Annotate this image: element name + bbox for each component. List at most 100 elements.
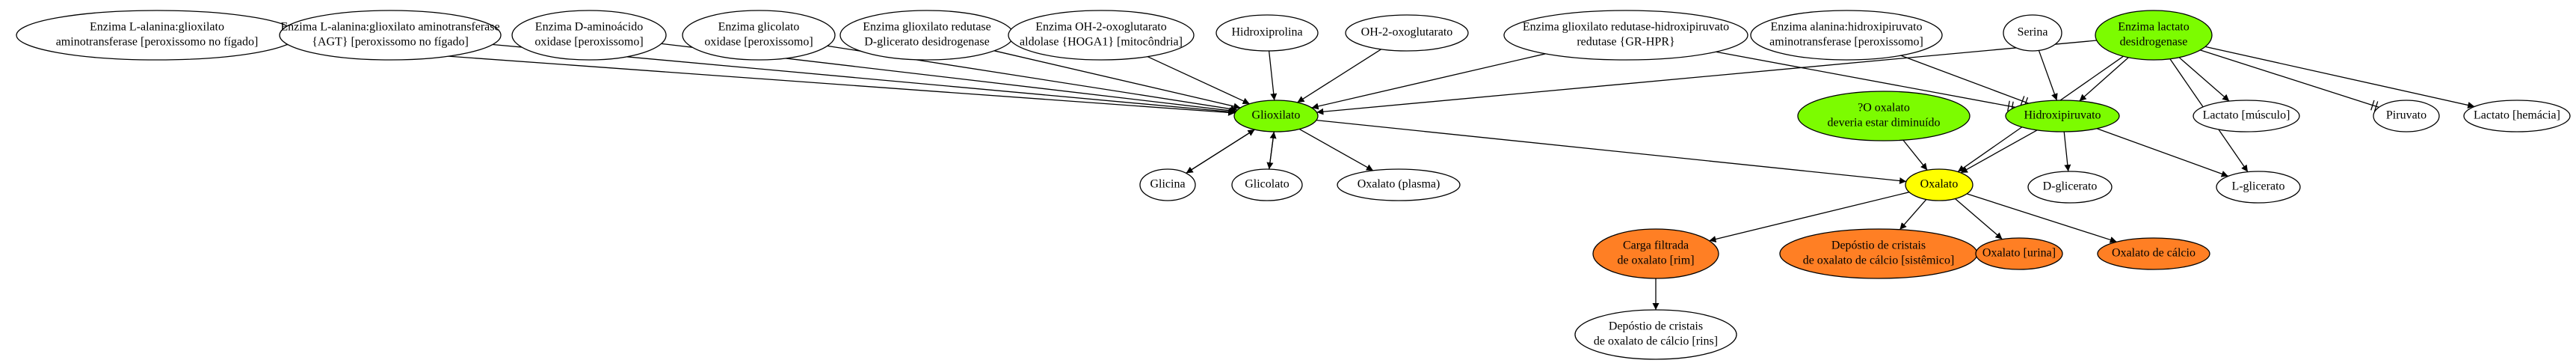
node-label-enz_grhpr-0: Enzima glioxilato redutase-hidroxipiruva…: [1523, 21, 1729, 34]
node-label-enz_grhpr-1: redutase {GR-HPR}: [1577, 36, 1674, 49]
node-label-carga_filtrada-0: Carga filtrada: [1623, 240, 1689, 252]
edge-oxalato_dim-to-oxalato: [1902, 139, 1928, 171]
node-label-enz_agt_perox-0: Enzima L-alanina:glioxilato: [90, 21, 224, 34]
node-label-l_glicerato-0: L-glicerato: [2231, 180, 2284, 193]
edge-oxalato-to-carga_filtrada: [1709, 192, 1910, 242]
node-label-oxalato_dim-1: deveria estar diminuído: [1827, 117, 1940, 129]
node-oh2oxo: OH-2-oxoglutarato: [1345, 14, 1469, 52]
node-shape-enz_daao: [511, 10, 667, 61]
node-shape-l_glicerato: [2216, 171, 2301, 204]
node-label-glicina-0: Glicina: [1150, 178, 1185, 191]
edge-enz_ahat-to-hidroxipiruvato: [1900, 55, 2030, 104]
edge-serina-to-hidroxipiruvato: [2038, 50, 2058, 101]
edge-enz_ldh-to-lactato_musculo: [2178, 57, 2230, 102]
edge-enz_ldh-to-piruvato: [2200, 49, 2379, 108]
node-shape-oxalato_calcio: [2097, 237, 2210, 270]
node-shape-oxalato_plasma: [1337, 168, 1461, 201]
node-shape-oxalato_dim: [1797, 91, 1970, 141]
node-oxalato_dim: ?O oxalato deveria estar diminuído: [1797, 91, 1970, 141]
node-lactato_hemacia: Lactato [hemácia]: [2463, 100, 2571, 132]
node-shape-oxalato_urina: [1975, 237, 2063, 270]
node-label-enz_ahat-1: aminotransferase [peroxissomo]: [1769, 36, 1923, 49]
node-deposito_rins: Depóstio de cristais de oxalato de cálcio…: [1574, 309, 1737, 360]
node-glioxilato: Glioxilato: [1233, 100, 1319, 132]
node-shape-piruvato: [2373, 100, 2440, 132]
edge-enz_ldh-to-glioxilato: [1316, 40, 2097, 115]
node-label-carga_filtrada-1: de oxalato [rim]: [1617, 254, 1694, 267]
node-shape-hidroxiprolina: [1215, 14, 1319, 52]
node-enz_agt_perox: Enzima L-alanina:glioxilatoaminotransfer…: [16, 10, 298, 61]
node-label-enz_daao-0: Enzima D-aminoácido: [535, 21, 643, 34]
node-label-oxalato_calcio-0: Oxalato de cálcio: [2112, 247, 2196, 260]
node-l_glicerato: L-glicerato: [2216, 171, 2301, 204]
node-shape-oxalato: [1905, 168, 1973, 201]
node-label-lactato_musculo-0: Lactato [músculo]: [2203, 109, 2290, 122]
node-shape-serina: [2003, 14, 2062, 52]
node-enz_daao: Enzima D-aminoácido oxidase [peroxissomo]: [511, 10, 667, 61]
node-label-deposito_rins-0: Depóstio de cristais: [1609, 320, 1703, 333]
node-oxalato_calcio: Oxalato de cálcio: [2097, 237, 2210, 270]
edge-glicolato-to-glioxilato: [1269, 131, 1277, 170]
node-shape-lactato_hemacia: [2463, 100, 2571, 132]
node-label-enz_ldh-0: Enzima lactato: [2118, 21, 2190, 34]
node-label-lactato_hemacia-0: Lactato [hemácia]: [2474, 109, 2560, 122]
edge-glicina-to-glioxilato: [1186, 129, 1255, 174]
node-label-enz_go-0: Enzima glicolato: [718, 21, 800, 34]
node-label-deposito_sist-0: Depóstio de cristais: [1831, 240, 1926, 252]
node-label-enz_hoga-1: aldolase {HOGA1} [mitocôndria]: [1020, 36, 1183, 49]
edge-glioxilato-to-oxalato_plasma: [1298, 128, 1374, 171]
edge-enz_grhpr-to-hidroxipiruvato: [1716, 51, 2015, 108]
node-enz_agt: Enzima L-alanina:glioxilato aminotransfe…: [279, 10, 502, 61]
node-shape-enz_agt: [279, 10, 502, 61]
node-enz_grhpr: Enzima glioxilato redutase-hidroxipiruva…: [1503, 10, 1748, 61]
node-label-enz_agt-0: Enzima L-alanina:glioxilato aminotransfe…: [280, 21, 499, 34]
edge-hidroxiprolina-to-glioxilato: [1268, 50, 1278, 101]
edge-oxalato-to-oxalato_calcio: [1966, 193, 2117, 243]
edge-oh2oxo-to-glioxilato: [1297, 49, 1381, 103]
node-label-serina-0: Serina: [2018, 26, 2048, 39]
node-label-enz_go-1: oxidase [peroxissomo]: [704, 36, 813, 49]
node-label-deposito_sist-1: de oxalato de cálcio [sistêmico]: [1803, 254, 1955, 267]
edge-hidroxipiruvato-to-d_glicerato: [2063, 131, 2071, 172]
node-serina: Serina: [2003, 14, 2062, 52]
node-d_glicerato: D-glicerato: [2027, 171, 2113, 204]
edge-oxalato-to-deposito_sist: [1899, 198, 1927, 231]
node-hidroxiprolina: Hidroxiprolina: [1215, 14, 1319, 52]
node-label-hidroxiprolina-0: Hidroxiprolina: [1231, 26, 1302, 39]
node-shape-enz_grhpr: [1503, 10, 1748, 61]
tee-head-enz_ahat-to-hidroxipiruvato-1: [2020, 96, 2025, 106]
edge-hidroxipiruvato-to-oxalato: [1960, 129, 2038, 174]
node-label-oxalato_plasma-0: Oxalato (plasma): [1358, 178, 1440, 191]
node-shape-enz_hoga: [1008, 10, 1195, 61]
node-label-enz_gr-1: D-glicerato desidrogenase: [864, 36, 989, 49]
nodes-layer: Enzima L-alanina:glioxilato aminotransfer…: [16, 10, 2571, 360]
node-hidroxipiruvato: Hidroxipiruvato: [2005, 100, 2120, 132]
node-shape-glioxilato: [1233, 100, 1319, 132]
node-enz_go: Enzima glicolato oxidase [peroxissomo]: [682, 10, 836, 61]
node-label-deposito_rins-1: de oxalato de cálcio [rins]: [1594, 335, 1718, 348]
edge-enz_grhpr-to-glioxilato: [1311, 53, 1546, 110]
node-shape-glicina: [1139, 168, 1196, 201]
node-glicolato: Glicolato: [1231, 168, 1303, 201]
edge-enz_gr-to-glioxilato: [993, 50, 1241, 110]
node-label-enz_daao-1: oxidase [peroxissomo]: [534, 36, 643, 49]
node-shape-d_glicerato: [2027, 171, 2113, 204]
node-label-enz_agt-1: {AGT} [peroxissomo no fígado]: [312, 36, 469, 49]
node-label-glicolato-0: Glicolato: [1245, 178, 1289, 191]
node-shape-deposito_rins: [1574, 309, 1737, 360]
node-shape-oh2oxo: [1345, 14, 1469, 52]
node-label-oxalato_dim-0: ?O oxalato: [1858, 102, 1910, 115]
edge-enz_ldh-to-lactato_hemacia: [2204, 46, 2475, 109]
node-label-enz_gr-0: Enzima glioxilato redutase: [863, 21, 991, 34]
tee-head-enz_grhpr-to-hidroxipiruvato-1: [2007, 100, 2010, 112]
edge-oxalato-to-oxalato_urina: [1955, 198, 2003, 240]
edge-glioxilato-to-oxalato: [1316, 119, 1907, 184]
node-shape-lactato_musculo: [2193, 100, 2300, 132]
node-label-enz_ahat-0: Enzima alanina:hidroxipiruvato: [1770, 21, 1922, 34]
node-carga_filtrada: Carga filtrada de oxalato [rim]: [1592, 228, 1719, 279]
node-oxalato_plasma: Oxalato (plasma): [1337, 168, 1461, 201]
edge-enz_ldh-to-hidroxipiruvato: [2079, 57, 2129, 102]
tee-head-enz_ldh-to-piruvato-1: [2370, 100, 2375, 111]
